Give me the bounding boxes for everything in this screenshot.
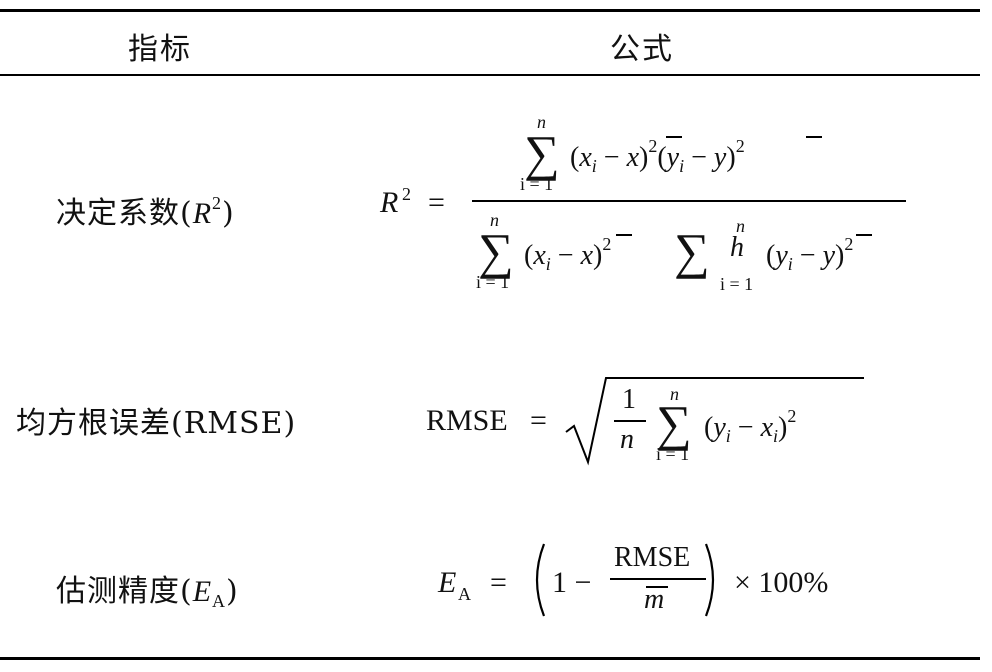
y-bar-overline — [806, 136, 822, 138]
fraction-bar — [614, 420, 646, 422]
row-name-ea: 估测精度(EA) — [56, 574, 239, 611]
parentheses — [535, 543, 715, 617]
table-header-rule — [0, 74, 980, 76]
sigma-icon: ∑ — [524, 125, 560, 181]
row-name-rmse: 均方根误差(RMSE) — [16, 406, 297, 441]
table-top-rule — [0, 9, 980, 12]
y-bar-overline — [856, 234, 872, 236]
header-indicator: 指标 — [128, 32, 192, 67]
radical-sign — [565, 377, 864, 466]
table-bottom-rule — [0, 657, 980, 660]
x-bar-overline — [616, 234, 632, 236]
sigma-icon: ∑ — [478, 223, 514, 279]
header-formula: 公式 — [610, 32, 674, 67]
x-bar-overline — [666, 136, 682, 138]
row-name-r2: 决定系数(R2) — [56, 193, 235, 231]
m-bar-overline — [646, 586, 668, 588]
sigma-icon: ∑ — [656, 395, 692, 451]
sigma-icon: ∑ — [674, 223, 710, 279]
fraction-bar — [610, 578, 706, 580]
fraction-bar — [472, 200, 906, 202]
